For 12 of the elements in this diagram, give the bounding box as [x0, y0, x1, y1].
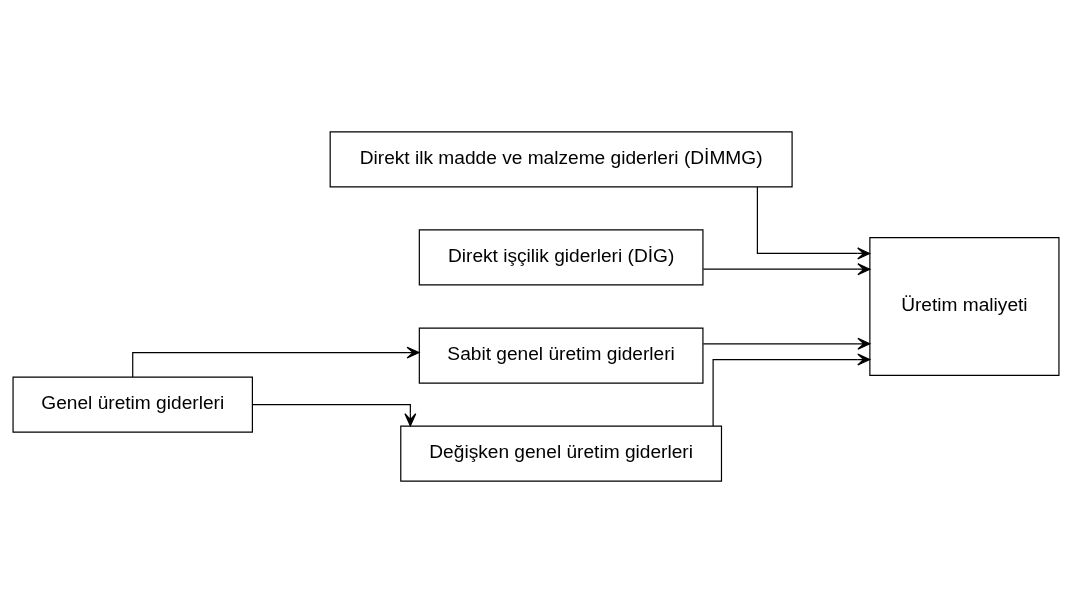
node-box: Genel üretim giderleri — [12, 376, 253, 433]
arrow — [756, 186, 871, 260]
arrow — [251, 404, 417, 427]
arrow — [712, 353, 871, 427]
node-box: Direkt işçilik giderleri (DİG) — [418, 229, 704, 286]
node-box: Üretim maliyeti — [869, 237, 1060, 376]
node-box: Direkt ilk madde ve malzeme giderleri (DİMMG) — [329, 131, 793, 188]
arrow — [702, 263, 871, 276]
arrow — [132, 346, 420, 378]
arrow — [702, 337, 871, 350]
node-box: Sabit genel üretim giderleri — [418, 327, 704, 384]
node-box: Değişken genel üretim giderleri — [400, 425, 723, 482]
